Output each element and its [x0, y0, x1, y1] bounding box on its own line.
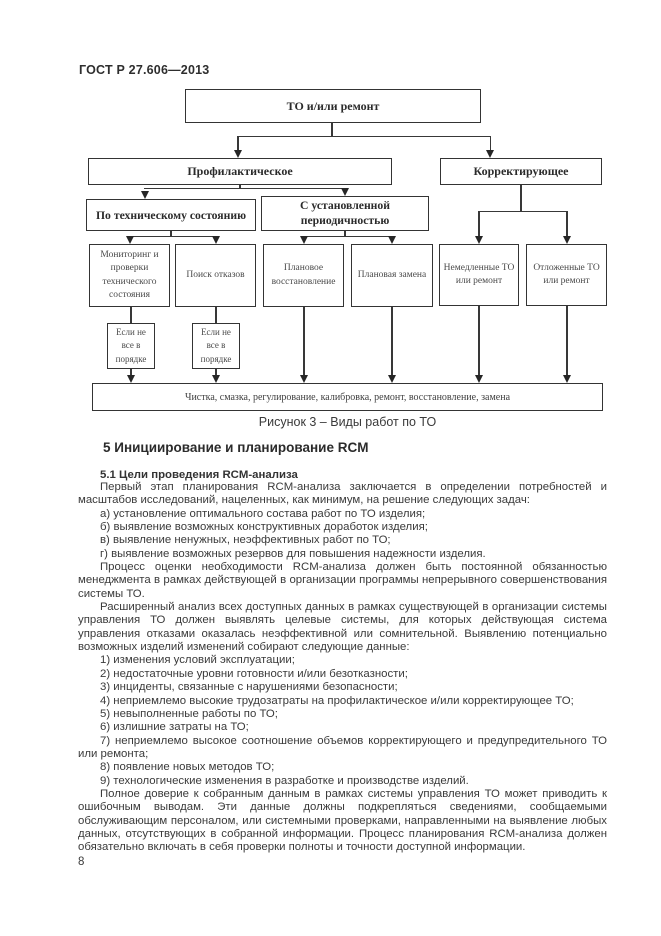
node-if-not-ok-2: Если не все в порядке	[192, 323, 240, 369]
connector-line	[130, 307, 132, 323]
node-immediate-maintenance: Немедленные ТО или ремонт	[439, 244, 519, 306]
list-item: 9) технологические изменения в разработк…	[100, 774, 469, 787]
section-5-text: 5 Инициирование и планирование RCM 5.1 Ц…	[78, 440, 607, 855]
arrow-down-icon	[562, 375, 571, 383]
connector-line	[478, 211, 568, 213]
connector-line	[391, 307, 393, 376]
connector-line	[478, 211, 480, 236]
node-failure-finding: Поиск отказов	[175, 244, 256, 307]
connector-line	[239, 185, 241, 189]
list-item: 2) недостаточные уровни готовности и/или…	[100, 667, 408, 680]
connector-line	[237, 136, 492, 138]
arrow-down-icon	[387, 375, 396, 383]
connector-line	[331, 122, 333, 137]
standard-number-header: ГОСТ Р 27.606—2013	[79, 63, 210, 77]
node-monitoring-checks: Мониторинг и проверки технического состо…	[89, 244, 170, 307]
connector-line	[344, 231, 346, 236]
list-item: 1) изменения условий эксплуатации;	[100, 654, 295, 667]
node-deferred-maintenance: Отложенные ТО или ремонт	[526, 244, 607, 306]
connector-line	[170, 231, 172, 236]
connector-line	[130, 369, 132, 376]
node-planned-restoration: Плановое восстановление	[263, 244, 344, 307]
list-item: 5) невыполненные работы по ТО;	[100, 707, 278, 720]
node-maintenance-or-repair: ТО и/или ремонт	[185, 89, 481, 123]
arrow-down-icon	[562, 236, 571, 244]
list-item: а) установление оптимального состава раб…	[100, 507, 426, 520]
arrow-down-icon	[211, 236, 220, 244]
connector-line	[303, 236, 393, 238]
paragraph: Расширенный анализ всех доступных данных…	[78, 601, 607, 654]
list-item: г) выявление возможных резервов для повы…	[100, 547, 486, 560]
arrow-down-icon	[299, 375, 308, 383]
connector-line	[478, 306, 480, 376]
connector-line	[144, 188, 346, 190]
connector-line	[215, 369, 217, 376]
arrow-down-icon	[486, 150, 494, 158]
paragraph: Полное доверие к собранным данным в рамк…	[78, 787, 607, 854]
arrow-down-icon	[126, 375, 135, 383]
list-item: 4) неприемлемо высокие трудозатраты на п…	[100, 694, 574, 707]
section-heading: 5 Инициирование и планирование RCM	[103, 440, 369, 455]
node-corrective: Корректирующее	[440, 158, 602, 185]
node-planned-replacement: Плановая замена	[351, 244, 433, 307]
list-item: в) выявление ненужных, неэффективных раб…	[100, 534, 391, 547]
node-work-types: Чистка, смазка, регулирование, калибровк…	[92, 383, 603, 411]
list-item: 8) появление новых методов ТО;	[100, 761, 275, 774]
arrow-down-icon	[125, 236, 134, 244]
arrow-down-icon	[211, 375, 220, 383]
list-item: 7) неприемлемо высокое соотношение объем…	[78, 734, 607, 760]
arrow-down-icon	[474, 236, 483, 244]
arrow-down-icon	[299, 236, 308, 244]
node-fixed-interval: С установленной периодичностью	[261, 196, 429, 231]
arrow-down-icon	[474, 375, 483, 383]
arrow-down-icon	[387, 236, 396, 244]
connector-line	[566, 211, 568, 236]
list-item: 3) инциденты, связанные с нарушениями бе…	[100, 681, 398, 694]
node-condition-based: По техническому состоянию	[86, 199, 256, 231]
node-preventive: Профилактическое	[88, 158, 392, 185]
list-item: б) выявление возможных конструктивных до…	[100, 521, 428, 534]
arrow-down-icon	[233, 150, 242, 158]
arrow-down-icon	[140, 191, 149, 199]
figure-caption: Рисунок 3 – Виды работ по ТО	[258, 415, 437, 429]
connector-line	[520, 185, 522, 212]
connector-line	[129, 236, 217, 238]
paragraph: Первый этап планирования RCM-анализа зак…	[78, 481, 607, 507]
page-number: 8	[78, 856, 85, 868]
connector-line	[215, 307, 217, 323]
connector-line	[237, 136, 239, 151]
connector-line	[490, 136, 492, 151]
connector-line	[303, 307, 305, 376]
node-if-not-ok-1: Если не все в порядке	[107, 323, 155, 369]
arrow-down-icon	[340, 188, 349, 196]
paragraph: Процесс оценки необходимости RCM-анализа…	[78, 561, 607, 600]
connector-line	[566, 306, 568, 376]
subsection-heading: 5.1 Цели проведения RCM-анализа	[100, 469, 298, 481]
list-item: 6) излишние затраты на ТО;	[100, 721, 249, 734]
